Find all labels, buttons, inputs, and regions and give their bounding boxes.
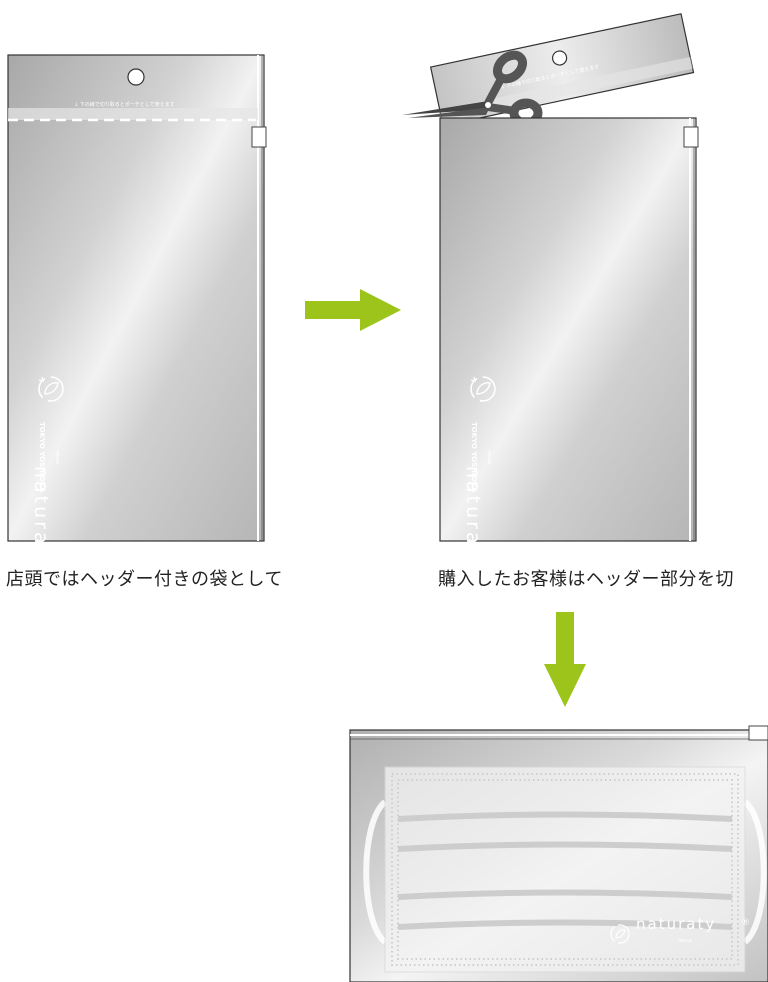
brand-logo: naturaty reuse TOKYO YOSHIOKA: [30, 370, 110, 571]
caption-step2: 購入したお客様はヘッダー部分を切: [438, 569, 734, 590]
recycle-leaf-logo-icon: [610, 924, 630, 944]
brand-logo-step2: naturaty reuse TOKYO YOSHIOKA: [462, 370, 542, 571]
arrow-down-icon: [544, 612, 586, 707]
brand-sub-pouch: reuse: [678, 938, 692, 944]
brand-sub: reuse: [54, 450, 60, 464]
hang-hole-icon: [127, 68, 145, 86]
brand-sub: reuse: [486, 450, 492, 464]
pouch-with-mask: [349, 725, 768, 982]
arrow-right-icon: [305, 289, 401, 331]
brand-registered-pouch: ®: [741, 918, 750, 928]
recycle-leaf-logo-icon: [470, 376, 496, 402]
recycle-leaf-logo-icon: [38, 376, 64, 402]
brand-company: TOKYO YOSHIOKA: [38, 422, 46, 493]
bag-without-header: [439, 117, 699, 542]
bag-with-header: [7, 54, 267, 542]
brand-name-pouch: naturaty: [636, 915, 717, 933]
caption-step1: 店頭ではヘッダー付きの袋として: [6, 569, 283, 590]
header-note: ↓ 下の線で切り取るとポーチとして使えます: [74, 102, 175, 108]
mask: [384, 766, 746, 973]
brand-company: TOKYO YOSHIOKA: [470, 422, 478, 493]
